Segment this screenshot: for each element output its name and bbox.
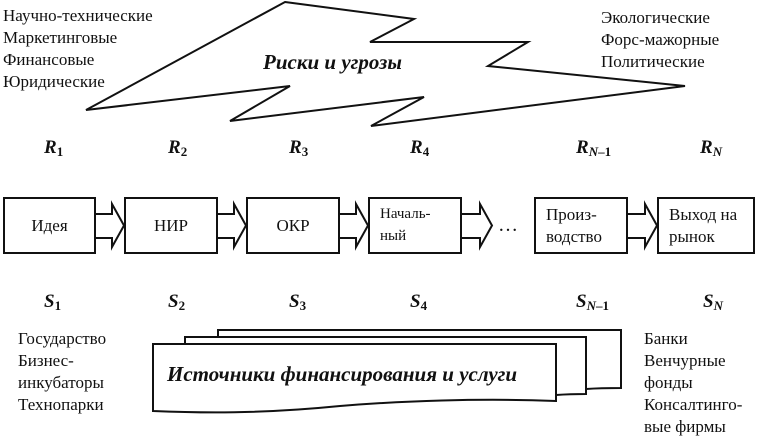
risk-category: Финансовые bbox=[3, 50, 95, 69]
label-base: S bbox=[289, 291, 300, 312]
stage-label: ОКР bbox=[276, 215, 310, 235]
risk-category: Политические bbox=[601, 52, 705, 71]
support-label-s2: S2 bbox=[168, 291, 185, 314]
stage-label: водство bbox=[546, 226, 602, 246]
label-sub: N–1 bbox=[588, 144, 612, 159]
providers-left: Государство Бизнес- инкубаторы Технопарк… bbox=[18, 328, 106, 416]
label-sub: 3 bbox=[299, 298, 307, 313]
provider: Государство bbox=[18, 329, 107, 348]
risk-category: Экологические bbox=[601, 8, 710, 27]
provider: Венчурные bbox=[644, 351, 726, 370]
risk-category: Юридические bbox=[3, 72, 105, 91]
label-base: R bbox=[289, 137, 302, 158]
risk-categories-left: Научно-технические Маркетинговые Финансо… bbox=[3, 5, 153, 93]
flow-arrow bbox=[96, 200, 126, 251]
risks-lightning-shape bbox=[85, 0, 686, 127]
label-sub: 3 bbox=[301, 144, 309, 159]
stage-label: рынок bbox=[669, 226, 715, 246]
flow-arrow bbox=[462, 200, 494, 251]
provider: Технопарки bbox=[18, 395, 104, 414]
provider: инкубаторы bbox=[18, 373, 104, 392]
stage-label: Идея bbox=[31, 215, 68, 235]
label-sub: N bbox=[712, 144, 723, 159]
sources-title: Источники финансирования и услуги bbox=[167, 362, 518, 386]
label-base: S bbox=[576, 291, 587, 312]
label-sub: N–1 bbox=[586, 298, 609, 313]
stage-idea: Идея bbox=[3, 197, 96, 254]
risk-categories-right: Экологические Форс-мажорные Политические bbox=[601, 7, 719, 73]
label-base: R bbox=[700, 137, 713, 158]
risk-category: Маркетинговые bbox=[3, 28, 118, 47]
risk-category: Научно-технические bbox=[3, 6, 153, 25]
risk-label-r3: R3 bbox=[289, 137, 308, 160]
stage-development: ОКР bbox=[246, 197, 340, 254]
label-base: R bbox=[576, 137, 589, 158]
flow-arrow bbox=[218, 200, 248, 251]
stage-label: ный bbox=[380, 228, 407, 244]
label-base: S bbox=[410, 291, 421, 312]
label-base: S bbox=[44, 291, 55, 312]
provider: Бизнес- bbox=[18, 351, 74, 370]
support-label-s3: S3 bbox=[289, 291, 306, 314]
flow-arrow bbox=[340, 200, 370, 251]
label-base: R bbox=[168, 137, 181, 158]
label-sub: 2 bbox=[180, 144, 188, 159]
stage-production: Произ-водство bbox=[534, 197, 628, 254]
stage-research: НИР bbox=[124, 197, 218, 254]
label-sub: 1 bbox=[56, 144, 64, 159]
provider: Консалтинго- bbox=[644, 395, 743, 414]
stage-initial: Началь-ный bbox=[368, 197, 462, 254]
support-label-sn-1: SN–1 bbox=[576, 291, 609, 314]
provider: фонды bbox=[644, 373, 693, 392]
label-base: S bbox=[168, 291, 179, 312]
sources-page-front bbox=[152, 343, 557, 414]
label-base: S bbox=[703, 291, 714, 312]
support-label-s4: S4 bbox=[410, 291, 427, 314]
providers-right: Банки Венчурные фонды Консалтинго- вые ф… bbox=[644, 328, 742, 438]
label-sub: N bbox=[713, 298, 723, 313]
label-base: R bbox=[44, 137, 57, 158]
stage-label: Произ- bbox=[546, 204, 597, 224]
risk-label-r4: R4 bbox=[410, 137, 429, 160]
label-sub: 1 bbox=[54, 298, 62, 313]
risk-category: Форс-мажорные bbox=[601, 30, 720, 49]
risk-label-r2: R2 bbox=[168, 137, 187, 160]
ellipsis: … bbox=[498, 214, 518, 236]
provider: Банки bbox=[644, 329, 688, 348]
label-sub: 4 bbox=[420, 298, 428, 313]
label-base: R bbox=[410, 137, 423, 158]
risks-title: Риски и угрозы bbox=[263, 50, 402, 74]
support-label-sn: SN bbox=[703, 291, 723, 314]
stage-label: НИР bbox=[153, 215, 188, 235]
stage-label: Началь- bbox=[380, 206, 431, 222]
label-sub: 4 bbox=[422, 144, 430, 159]
stage-label: Выход на bbox=[669, 204, 738, 224]
risk-label-rn-1: RN–1 bbox=[576, 137, 611, 160]
risk-label-rn: RN bbox=[700, 137, 722, 160]
label-sub: 2 bbox=[178, 298, 186, 313]
provider: вые фирмы bbox=[644, 417, 726, 436]
flow-arrow bbox=[628, 200, 659, 251]
support-label-s1: S1 bbox=[44, 291, 61, 314]
risk-label-r1: R1 bbox=[44, 137, 63, 160]
